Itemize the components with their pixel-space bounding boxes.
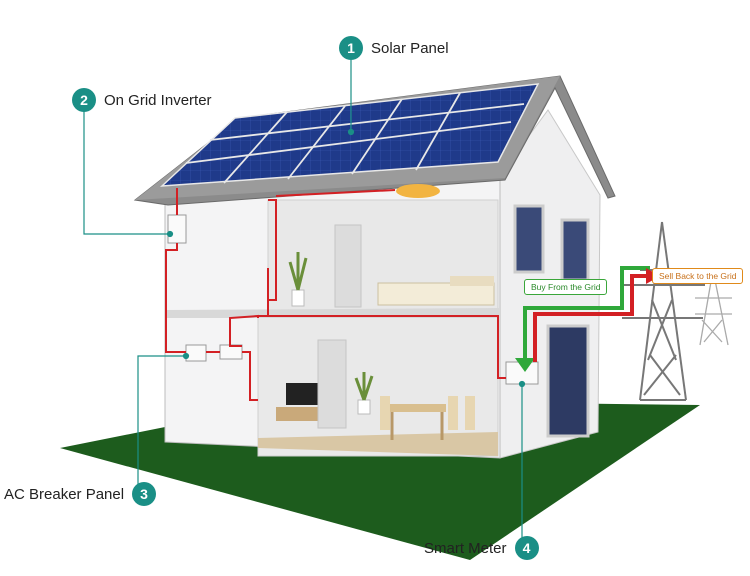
number-badge: 4 (514, 536, 539, 560)
callout-smart-meter: 4 Smart Meter (424, 536, 539, 560)
chair (465, 396, 475, 430)
lower-floor (258, 432, 498, 456)
callout-solar-panel: 1 Solar Panel (339, 36, 449, 60)
plant-upper (288, 252, 308, 291)
sell-back-to-grid-tag: Sell Back to the Grid (652, 268, 744, 284)
bed (377, 282, 495, 306)
side-door (546, 324, 590, 438)
chair (380, 396, 390, 430)
plant-pot-lower (357, 399, 371, 415)
solar-panel-grid (185, 92, 525, 184)
buy-from-grid-arrow (523, 266, 650, 362)
callout-label: AC Breaker Panel (4, 485, 125, 503)
number-badge: 2 (72, 88, 96, 112)
inverter-device (167, 214, 187, 244)
sell-to-grid-arrow (533, 274, 648, 362)
side-window-1 (513, 204, 545, 274)
buy-arrow-head (515, 358, 535, 372)
callout-leaders (83, 60, 526, 538)
lower-door (317, 339, 347, 429)
callout-label: On Grid Inverter (104, 91, 212, 109)
tv (286, 383, 320, 405)
upper-door (334, 224, 362, 308)
ceiling-light (396, 184, 440, 198)
plant-pot-upper (291, 289, 305, 307)
number-badge: 1 (339, 36, 363, 60)
plant-lower (354, 372, 374, 401)
dining-table (388, 404, 446, 412)
callout-label: Smart Meter (424, 539, 507, 557)
callout-ac-breaker-panel: 3 AC Breaker Panel (4, 482, 157, 506)
number-badge: 3 (132, 482, 157, 506)
callout-on-grid-inverter: 2 On Grid Inverter (72, 88, 212, 112)
breaker-panel-device-2 (219, 344, 243, 360)
tv-stand (276, 407, 330, 421)
side-window-2 (560, 218, 590, 282)
buy-from-grid-tag: Buy From the Grid (524, 279, 608, 295)
chair (448, 396, 458, 430)
breaker-panel-device (185, 344, 207, 362)
power-wiring (165, 188, 506, 401)
bed-headboard (450, 276, 494, 286)
callout-label: Solar Panel (371, 39, 449, 57)
